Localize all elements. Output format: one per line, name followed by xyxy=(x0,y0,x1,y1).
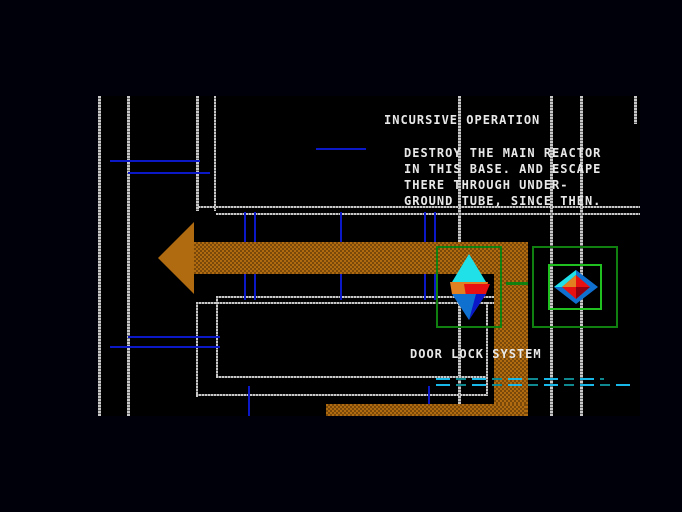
briefing-line: THERE THROUGH UNDER- xyxy=(404,178,569,192)
pipe xyxy=(128,336,220,338)
route-trunk xyxy=(494,242,528,416)
wire-column xyxy=(580,96,583,416)
tube-edge xyxy=(486,302,488,396)
mission-title: INCURSIVE OPERATION xyxy=(384,113,541,127)
wire-column xyxy=(127,96,130,416)
reactor-crystal-icon xyxy=(446,254,492,320)
tube-edge xyxy=(196,302,496,304)
game-screen: INCURSIVE OPERATION DESTROY THE MAIN REA… xyxy=(98,96,640,416)
green-arrow-icon xyxy=(506,282,528,285)
briefing-line: GROUND TUBE, SINCE THEN. xyxy=(404,194,602,208)
route-base xyxy=(326,404,526,416)
wire-column xyxy=(550,96,553,416)
tube-edge xyxy=(216,376,488,378)
tube-edge xyxy=(216,213,640,215)
wire-column xyxy=(214,96,216,211)
left-arrow-head xyxy=(158,222,194,294)
briefing-line: IN THIS BASE. AND ESCAPE xyxy=(404,162,602,176)
tube-edge xyxy=(198,206,640,208)
lock-inner-frame xyxy=(548,264,602,310)
pipe xyxy=(248,386,250,416)
wire-column xyxy=(98,96,101,416)
tube-edge xyxy=(196,394,488,396)
status-dashes xyxy=(436,378,604,380)
current-target-frame xyxy=(436,246,502,328)
briefing-line: DESTROY THE MAIN REACTOR xyxy=(404,146,602,160)
next-target-frame xyxy=(532,246,618,328)
pipe xyxy=(128,172,210,174)
objective-label: DOOR LOCK SYSTEM xyxy=(410,347,542,361)
wire-column xyxy=(634,96,637,124)
pipe xyxy=(316,148,366,150)
tube-edge xyxy=(196,302,198,397)
tube-edge xyxy=(216,296,516,298)
pipe xyxy=(110,346,220,348)
pipe xyxy=(110,160,200,162)
status-dashes xyxy=(436,384,636,386)
door-lock-crystal-icon xyxy=(554,270,598,304)
pipe xyxy=(428,386,430,416)
wire-column xyxy=(196,96,199,211)
